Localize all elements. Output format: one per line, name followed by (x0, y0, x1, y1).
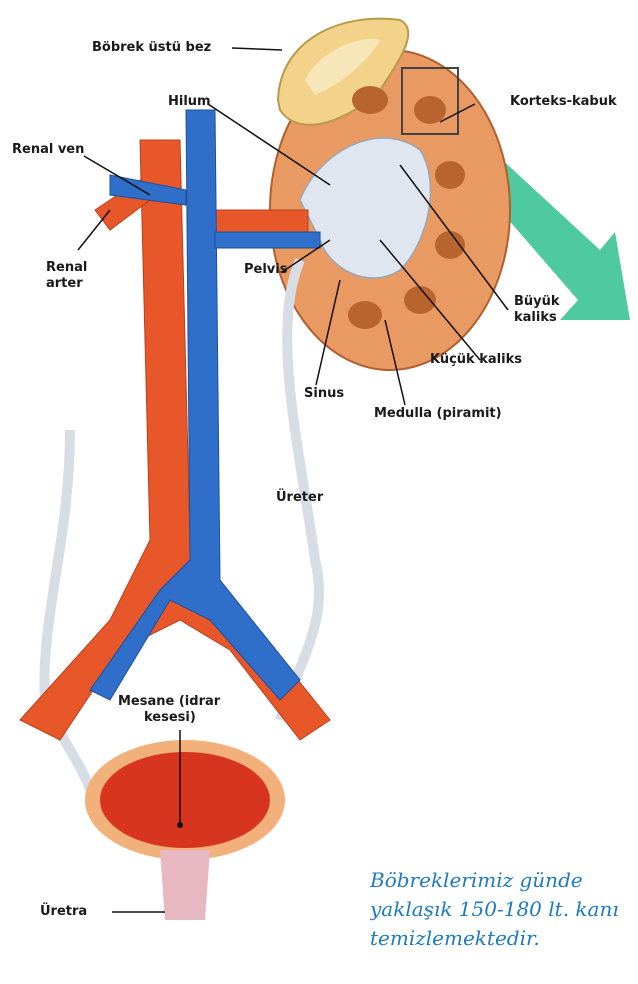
caption-line-1: Böbreklerimiz günde (370, 866, 638, 895)
label-minor-calyx: Küçük kaliks (430, 352, 522, 367)
bladder-center-dot (177, 822, 183, 828)
label-ureter: Üreter (276, 490, 323, 505)
label-medulla: Medulla (piramit) (374, 406, 502, 421)
caption-line-3: temizlemektedir. (370, 924, 638, 953)
caption-line-2: yaklaşık 150-180 lt. kanı (370, 895, 638, 924)
caption: Böbreklerimiz günde yaklaşık 150-180 lt.… (370, 866, 638, 953)
label-pelvis: Pelvis (244, 262, 287, 277)
label-major-calyx-line1: Büyük (514, 294, 560, 309)
label-sinus: Sinus (304, 386, 344, 401)
label-renal-vein: Renal ven (12, 142, 84, 157)
label-cortex: Korteks-kabuk (510, 94, 617, 109)
label-renal-artery-line1: Renal (46, 260, 87, 275)
label-bladder-line2: kesesi) (144, 710, 196, 725)
label-bladder-line1: Mesane (idrar (118, 694, 220, 709)
label-urethra: Üretra (40, 904, 87, 919)
label-hilum: Hilum (168, 94, 211, 109)
label-renal-artery-line2: arter (46, 276, 83, 291)
bladder-inner (100, 752, 270, 848)
label-adrenal-gland: Böbrek üstü bez (92, 40, 211, 55)
urethra-shape (160, 850, 210, 920)
label-major-calyx-line2: kaliks (514, 310, 557, 325)
